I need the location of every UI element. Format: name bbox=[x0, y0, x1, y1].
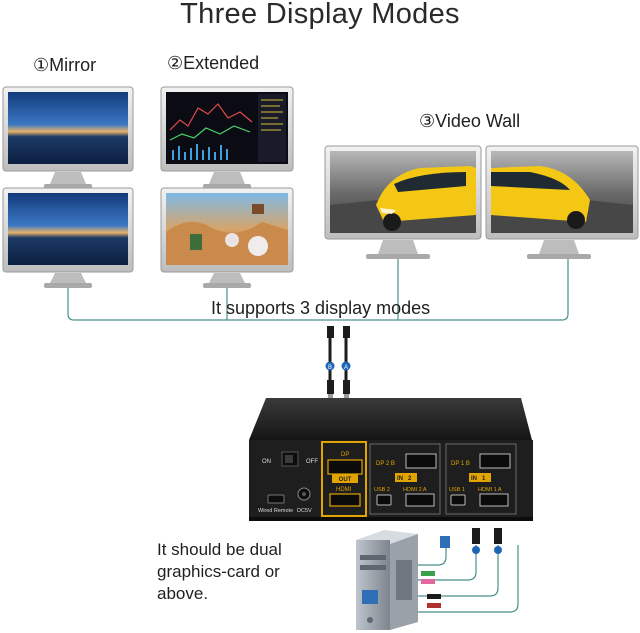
dc5v-label: DC5V bbox=[297, 508, 312, 514]
monitor-video-wall-left bbox=[324, 145, 482, 259]
in2-num: 2 bbox=[408, 476, 412, 482]
monitor-mirror-top bbox=[2, 86, 134, 189]
in2-usb-label: USB 2 bbox=[374, 487, 390, 493]
page-title: Three Display Modes bbox=[180, 0, 460, 30]
pc-cables bbox=[418, 545, 519, 613]
in1-label: IN bbox=[471, 476, 477, 482]
switch-off-label: OFF bbox=[306, 459, 318, 465]
in1-num: 1 bbox=[482, 476, 486, 482]
out-hdmi-label: HDMI bbox=[336, 487, 352, 493]
dual-note-line: above. bbox=[157, 584, 209, 603]
dual-graphics-note: It should be dual graphics-card or above… bbox=[157, 539, 282, 605]
monitor-extended-bottom bbox=[160, 187, 294, 288]
cable-tag-b: B bbox=[328, 365, 332, 371]
pc-plugs bbox=[421, 528, 502, 608]
monitor-mirror-bottom bbox=[2, 187, 134, 288]
in1-dp-label: DP 1 B bbox=[451, 461, 470, 467]
in1-hdmi-label: HDMI 1 A bbox=[478, 487, 502, 493]
in1-usb-label: USB 1 bbox=[449, 487, 465, 493]
in2-label: IN bbox=[397, 476, 403, 482]
monitor-video-wall-right bbox=[485, 145, 639, 259]
cable-tag-a: A bbox=[344, 365, 348, 371]
switch-on-label: ON bbox=[262, 459, 271, 465]
cable-pair-top bbox=[325, 326, 351, 400]
dual-note-line: graphics-card or bbox=[157, 562, 280, 581]
monitor-extended-top bbox=[160, 86, 294, 189]
connection-lines bbox=[67, 259, 569, 321]
in2-dp-label: DP 2 B bbox=[376, 461, 395, 467]
out-dp-label: DP bbox=[341, 452, 349, 458]
support-caption: It supports 3 display modes bbox=[211, 298, 431, 318]
dual-note-line: It should be dual bbox=[157, 540, 282, 559]
kvm-switch-box bbox=[249, 398, 533, 521]
pc-tower bbox=[356, 530, 418, 630]
out-label: OUT bbox=[339, 477, 352, 483]
in2-hdmi-label: HDMI 2 A bbox=[403, 487, 427, 493]
mode-label-mirror: ①Mirror bbox=[33, 55, 97, 75]
wired-remote-label: Wired Remote bbox=[258, 508, 293, 514]
mode-label-video-wall: ③Video Wall bbox=[419, 111, 521, 131]
mode-label-extended: ②Extended bbox=[167, 53, 260, 73]
